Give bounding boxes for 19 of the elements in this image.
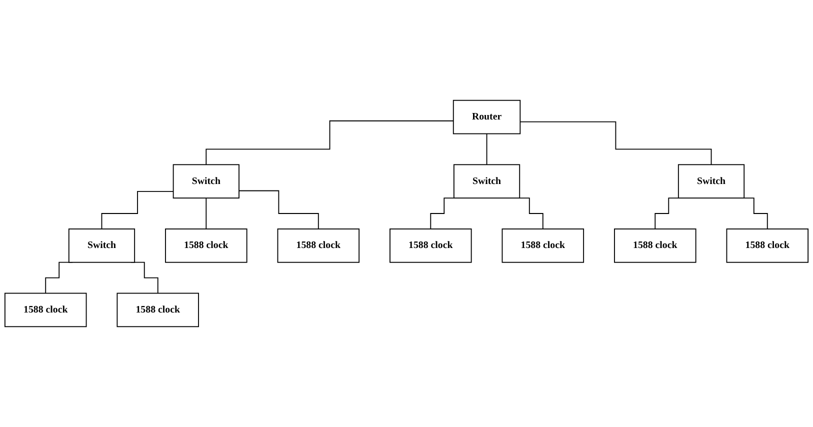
node-box: Switch — [68, 228, 136, 263]
node-box: 1588 clock — [390, 228, 472, 263]
node-box: 1588 clock — [726, 228, 809, 263]
connector — [206, 198, 207, 230]
node-box: Switch — [678, 164, 745, 198]
node-box: 1588 clock — [614, 228, 696, 263]
connector — [238, 190, 319, 230]
node-box: 1588 clock — [165, 228, 248, 263]
connector — [486, 133, 488, 166]
node-box: Switch — [453, 164, 520, 198]
node-box: 1588 clock — [502, 228, 584, 263]
node-box: Switch — [172, 164, 240, 198]
node-box: 1588 clock — [116, 292, 199, 328]
connector — [101, 191, 174, 230]
node-box: 1588 clock — [277, 228, 360, 263]
node-box: Router — [452, 100, 521, 134]
node-box: 1588 clock — [4, 292, 87, 328]
connector — [520, 121, 712, 166]
connector — [206, 120, 454, 166]
